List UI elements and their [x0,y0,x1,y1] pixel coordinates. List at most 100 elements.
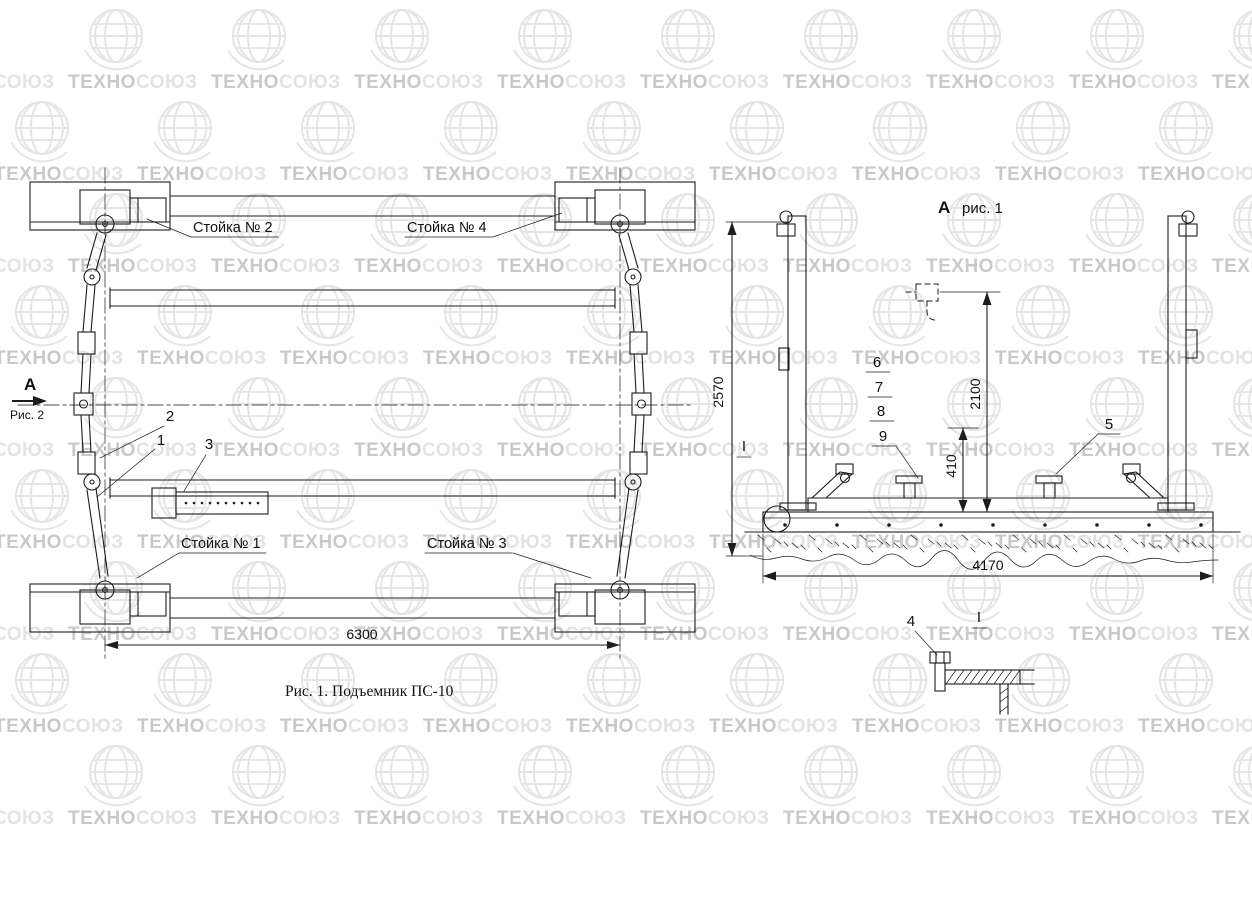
globe-watermark-icon [227,377,286,439]
section-circle [763,505,791,533]
watermark-text: ТЕХНОСОЮЗ [566,348,695,369]
watermark-text: ТЕХНОСОЮЗ [354,808,483,829]
detail-anchor-bolt [929,651,1035,715]
center-lines [17,167,693,659]
globe-watermark-icon [153,101,212,163]
globe-watermark-icon [868,469,927,531]
globe-watermark-icon [799,9,858,71]
globe-watermark-icon [153,653,212,715]
section-mark-detail: I [977,609,981,626]
globe-watermark-icon [725,101,784,163]
watermark-text: ТЕХНОСОЮЗ [640,256,769,277]
watermark-text: ТЕХНОСОЮЗ [1138,716,1252,737]
watermark-text: ТЕХНОСОЮЗ [354,440,483,461]
label-post-1: Стойка № 1 [181,536,261,552]
globe-watermark-icon [942,377,1001,439]
watermark-text: ТЕХНОСОЮЗ [926,256,1055,277]
globe-watermark-icon [296,469,355,531]
globe-watermark-icon [1228,562,1252,622]
globe-watermark-icon [513,193,572,255]
watermark-text: ТЕХНОСОЮЗ [0,164,123,185]
watermark-text: ТЕХНОСОЮЗ [709,164,838,185]
left-column [776,210,817,511]
globe-watermark-icon [370,193,429,255]
part-label-7: 7 [875,379,883,396]
globe-watermark-icon [656,745,715,807]
watermark-text: ТЕХНОСОЮЗ [640,624,769,645]
watermark-text: ТЕХНОСОЮЗ [926,72,1055,93]
watermark-text: ТЕХНОСОЮЗ [1212,440,1252,461]
globe-watermark-icon [1228,378,1252,438]
globe-watermark-icon [582,101,641,163]
watermark-text: ТЕХНОСОЮЗ [1138,532,1252,553]
watermark-text: ТЕХНОСОЮЗ [852,164,981,185]
watermark-text: ТЕХНОСОЮЗ [566,532,695,553]
globe-watermark-icon [370,745,429,807]
globe-watermark-icon [84,745,143,807]
label-post-4: Стойка № 4 [407,220,487,236]
label-post-2: Стойка № 2 [193,220,273,236]
globe-watermark-icon [942,193,1001,255]
part-label-3: 3 [205,436,213,453]
watermark-text: ТЕХНОСОЮЗ [640,72,769,93]
ground-hatch [744,531,1241,570]
side-leader-lines [736,371,1121,656]
watermark-text: ТЕХНОСОЮЗ [995,164,1124,185]
globe-watermark-icon [10,653,69,715]
globe-watermark-icon [1154,469,1213,531]
globe-watermark-icon [10,285,69,347]
view-arrow-letter: А [24,375,36,394]
watermark-text: ТЕХНОСОЮЗ [1069,72,1198,93]
watermark-text: ТЕХНОСОЮЗ [497,440,626,461]
dimension-4170 [762,533,1214,584]
side-view-title-letter: А [938,198,950,217]
globe-watermark-icon [153,285,212,347]
globe-watermark-icon [10,469,69,531]
watermark-text: ТЕХНОСОЮЗ [280,532,409,553]
watermark-text: ТЕХНОСОЮЗ [497,624,626,645]
watermark-text: ТЕХНОСОЮЗ [68,256,197,277]
dimension-6300-value: 6300 [346,626,377,642]
watermark-text: ТЕХНОСОЮЗ [709,716,838,737]
globe-watermark-icon [582,653,641,715]
watermark-text: ТЕХНОСОЮЗ [1212,624,1252,645]
globe-watermark-icon [942,9,1001,71]
globe-watermark-icon [296,285,355,347]
globe-watermark-icon [725,653,784,715]
watermark-text: ТЕХНОСОЮЗ [137,716,266,737]
globe-watermark-icon [439,285,498,347]
watermark-text: ТЕХНОСОЮЗ [852,716,981,737]
globe-watermark-icon [868,285,927,347]
globe-watermark-icon [1011,285,1070,347]
globe-watermark-icon [868,653,927,715]
watermark-text: ТЕХНОСОЮЗ [783,72,912,93]
watermark-text: ТЕХНОСОЮЗ [280,164,409,185]
watermark-text: ТЕХНОСОЮЗ [0,532,123,553]
plan-leader-lines [96,212,592,579]
watermark-text: ТЕХНОСОЮЗ [497,256,626,277]
globe-watermark-icon [799,745,858,807]
right-column [1157,210,1198,511]
watermark-text: ТЕХНОСОЮЗ [995,716,1124,737]
watermark-text: ТЕХНОСОЮЗ [1212,256,1252,277]
globe-watermark-icon [84,9,143,71]
watermark-text: ТЕХНОСОЮЗ [280,716,409,737]
dimension-410 [947,427,979,513]
watermark-text: ТЕХНОСОЮЗ [68,624,197,645]
globe-watermark-icon [656,9,715,71]
watermark-text: ТЕХНОСОЮЗ [354,72,483,93]
watermark-text: ТЕХНОСОЮЗ [211,808,340,829]
watermark-text: ТЕХНОСОЮЗ [995,532,1124,553]
watermark-text: ТЕХНОСОЮЗ [1069,808,1198,829]
watermark-text: ТЕХНОСОЮЗ [0,440,54,461]
watermark-text: ТЕХНОСОЮЗ [1212,808,1252,829]
part-label-2: 2 [166,408,174,425]
part-label-5: 5 [1105,416,1113,433]
watermark-text: ТЕХНОСОЮЗ [852,348,981,369]
watermark-text: ТЕХНОСОЮЗ [354,624,483,645]
side-view-title-ref: рис. 1 [962,200,1003,217]
globe-watermark-icon [725,469,784,531]
watermark-text: ТЕХНОСОЮЗ [137,348,266,369]
globe-watermark-icon [1085,561,1144,623]
globe-watermark-icon [1154,653,1213,715]
